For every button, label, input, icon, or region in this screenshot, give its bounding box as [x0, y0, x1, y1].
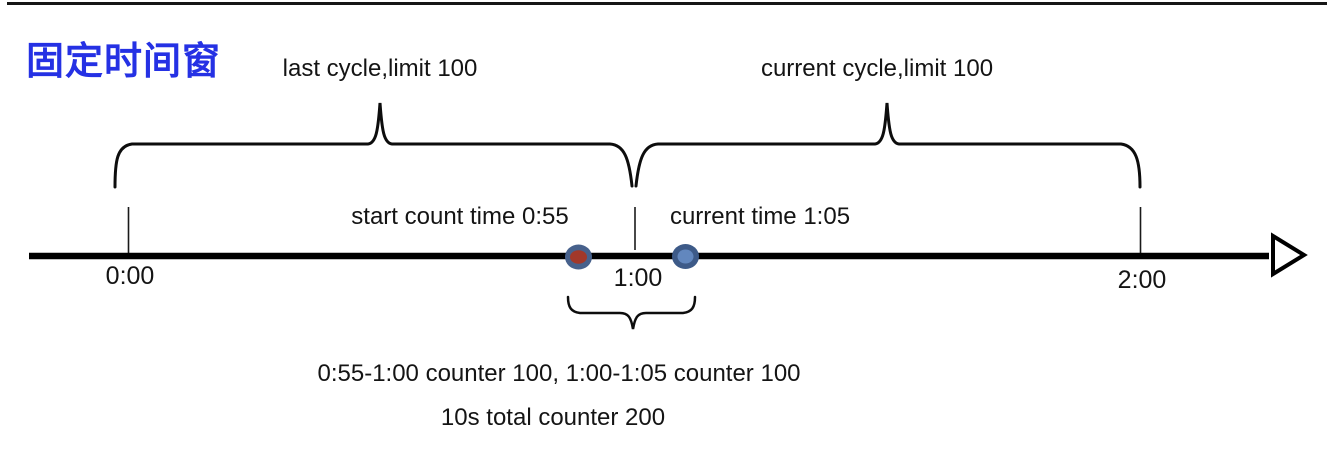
current-cycle-brace [634, 102, 1142, 189]
start-count-label: start count time 0:55 [351, 203, 569, 230]
page-title: 固定时间窗 [26, 41, 222, 83]
sliding-window-brace [566, 295, 697, 330]
start-count-dot-center [570, 250, 587, 264]
top-divider-line [7, 2, 1327, 5]
tick-label-1-00: 1:00 [613, 264, 663, 292]
last-cycle-brace [113, 102, 634, 189]
current-time-label: current time 1:05 [669, 203, 851, 230]
last-cycle-label: last cycle,limit 100 [282, 55, 478, 82]
counter-summary-line2: 10s total counter 200 [440, 404, 666, 431]
timeline-arrow-icon [1271, 232, 1308, 278]
current-time-dot-center [677, 249, 694, 264]
tick-label-2-00: 2:00 [1117, 266, 1167, 294]
current-cycle-label: current cycle,limit 100 [760, 55, 994, 82]
tick-label-0-00: 0:00 [105, 262, 155, 290]
counter-summary-line1: 0:55-1:00 counter 100, 1:00-1:05 counter… [317, 360, 801, 387]
